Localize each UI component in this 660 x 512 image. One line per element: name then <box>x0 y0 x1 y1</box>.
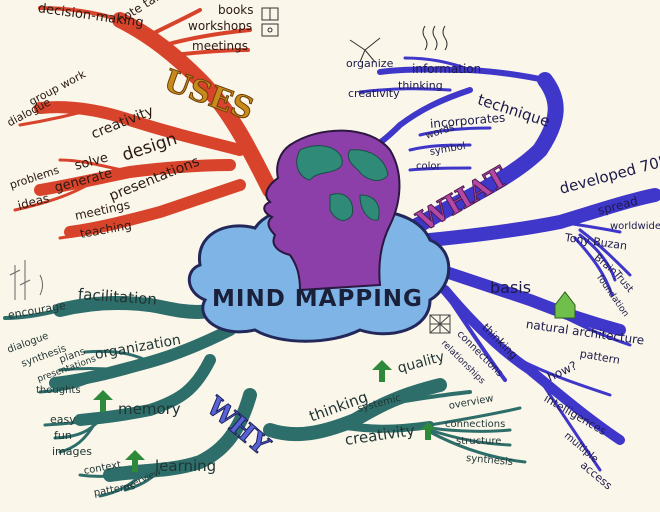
label-organize: organize <box>346 58 393 69</box>
plant-icon <box>10 260 43 300</box>
label-memory: memory <box>118 402 181 417</box>
label-workshops: workshops <box>188 20 252 32</box>
web-icon <box>430 315 450 333</box>
workshop-icon <box>262 24 278 36</box>
label-images: images <box>52 446 92 457</box>
label-connections-why: connections <box>445 420 505 430</box>
label-worldwide: worldwide <box>610 222 660 232</box>
book-icon <box>262 8 278 20</box>
label-learning: learning <box>155 459 216 474</box>
central-title: MIND MAPPING <box>212 288 423 311</box>
label-easy: easy <box>50 414 76 425</box>
label-color: color <box>416 162 441 172</box>
label-creativity-what: creativity <box>348 88 400 99</box>
label-thinking-what: thinking <box>398 80 443 91</box>
label-information: information <box>412 63 481 75</box>
label-structure: structure <box>456 437 501 447</box>
label-books: books <box>218 4 254 16</box>
house-icon <box>555 292 575 318</box>
label-basis: basis <box>490 280 531 296</box>
label-thoughts: thoughts <box>36 386 81 396</box>
label-meetings-top: meetings <box>192 40 248 52</box>
label-fun: fun <box>54 430 72 441</box>
